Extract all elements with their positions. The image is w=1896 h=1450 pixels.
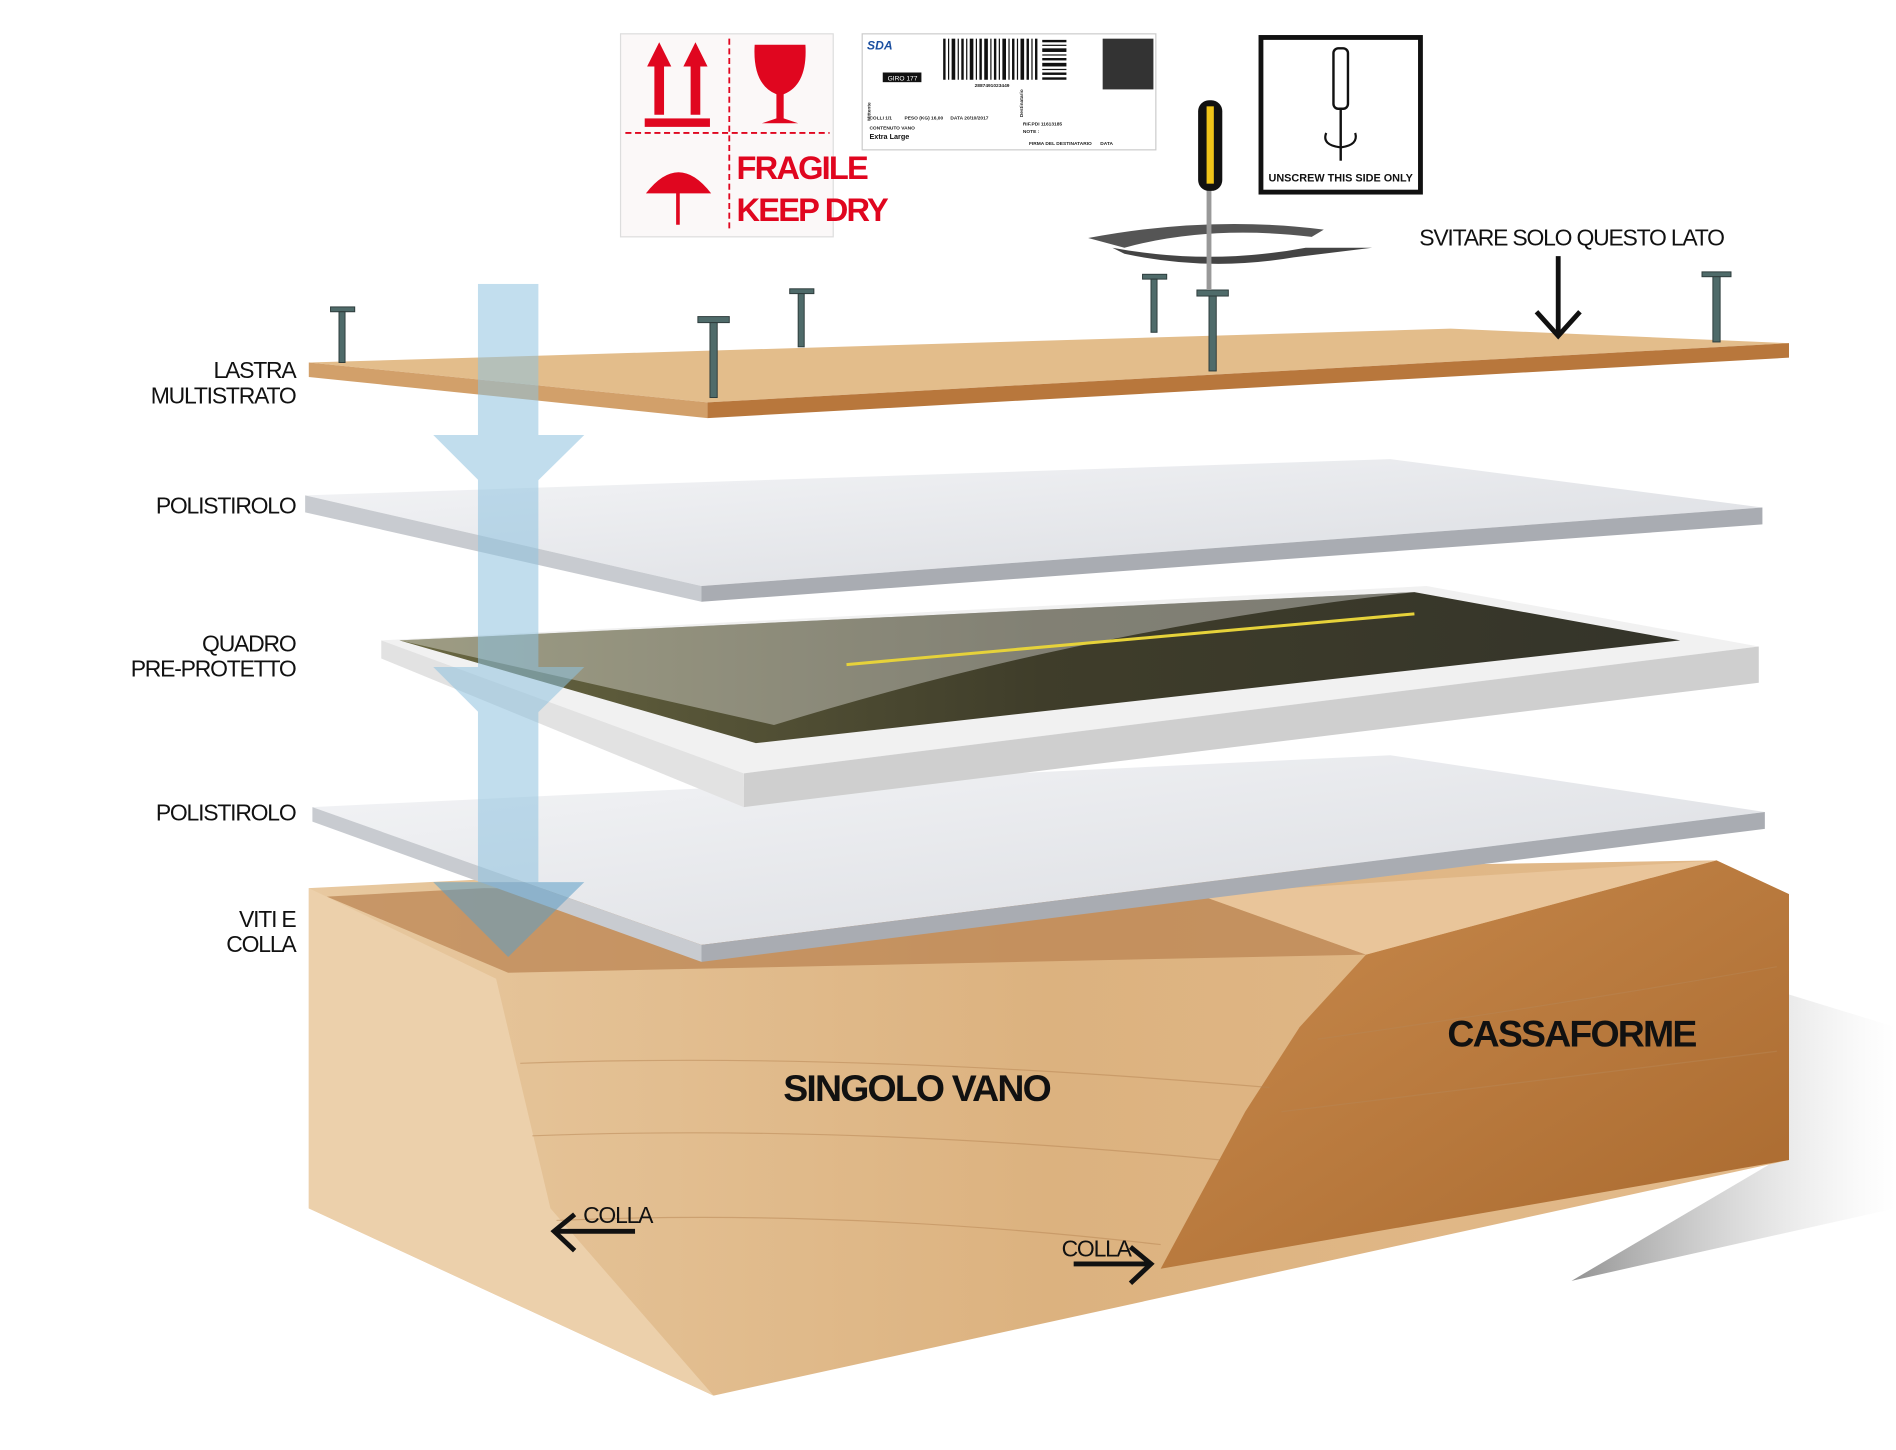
barcode-number: 2887491023449 [975, 83, 1010, 89]
down-arrow-icon [1534, 256, 1582, 340]
road-center-line [846, 612, 1415, 667]
sender-field: Mittente [867, 102, 873, 121]
data-field: DATA 20/10/2017 [950, 116, 988, 122]
crate-box [308, 860, 1790, 1396]
label-lastra: LASTRA [214, 357, 298, 383]
polystyrene-top-layer [305, 459, 1763, 602]
keep-dry-text: KEEP DRY [737, 191, 889, 228]
contenuto-field: CONTENUTO VANO [869, 125, 915, 131]
size-field: Extra Large [869, 132, 909, 141]
rif-field: RIF.PDI 11613185 [1023, 122, 1063, 128]
fragile-text: FRAGILE [737, 149, 868, 186]
colla-arrow-right-icon [1073, 1245, 1155, 1286]
screw-icon [1142, 273, 1168, 333]
screwdriver-icon [1088, 100, 1373, 290]
colli-field: COLLI 1/1 [869, 116, 892, 122]
screws [330, 271, 1732, 399]
screw-icon [1196, 289, 1229, 372]
label-svitare: SVITARE SOLO QUESTO LATO [1419, 224, 1724, 250]
assembly-direction-arrow [433, 283, 585, 957]
unscrew-text: UNSCREW THIS SIDE ONLY [1269, 172, 1414, 184]
screw-icon [697, 316, 730, 399]
screw-icon [330, 306, 356, 363]
label-colla: COLLA [226, 931, 297, 957]
firma-field: FIRMA DEL DESTINATARIO [1029, 141, 1092, 147]
label-colla-left: COLLA [583, 1202, 654, 1228]
colla-arrow-left-icon [550, 1212, 636, 1253]
label-quadro: QUADRO [202, 630, 296, 656]
fragile-keep-dry-sticker: FRAGILE KEEP DRY [619, 33, 891, 238]
label-cassaforme: CASSAFORME [1447, 1012, 1696, 1054]
route-code: GIRO 177 [888, 75, 918, 82]
label-multistrato: MULTISTRATO [151, 383, 296, 409]
recipient-field: Destinatario [1019, 89, 1025, 117]
label-colla-right: COLLA [1062, 1236, 1133, 1262]
screw-icon [1701, 271, 1732, 343]
label-singolo-vano: SINGOLO VANO [783, 1067, 1050, 1109]
screw-icon [789, 288, 815, 348]
label-polistirolo-top: POLISTIROLO [156, 493, 296, 519]
label-pre-protetto: PRE-PROTETTO [131, 656, 296, 682]
barcode [943, 38, 1154, 90]
note-field: NOTE : [1023, 129, 1040, 135]
courier-logo: SDA [867, 39, 893, 53]
shipping-label: SDA GIRO 177 2887491023449 COLLI 1/1 PES… [861, 33, 1157, 151]
data-sign-field: DATA [1100, 141, 1113, 147]
label-viti: VITI E [239, 906, 296, 932]
unscrew-this-side-sticker: UNSCREW THIS SIDE ONLY [1258, 35, 1423, 195]
label-polistirolo-bottom: POLISTIROLO [156, 799, 296, 825]
box-shadow [1571, 990, 1896, 1281]
peso-field: PESO (KG) 16,00 [905, 116, 944, 122]
